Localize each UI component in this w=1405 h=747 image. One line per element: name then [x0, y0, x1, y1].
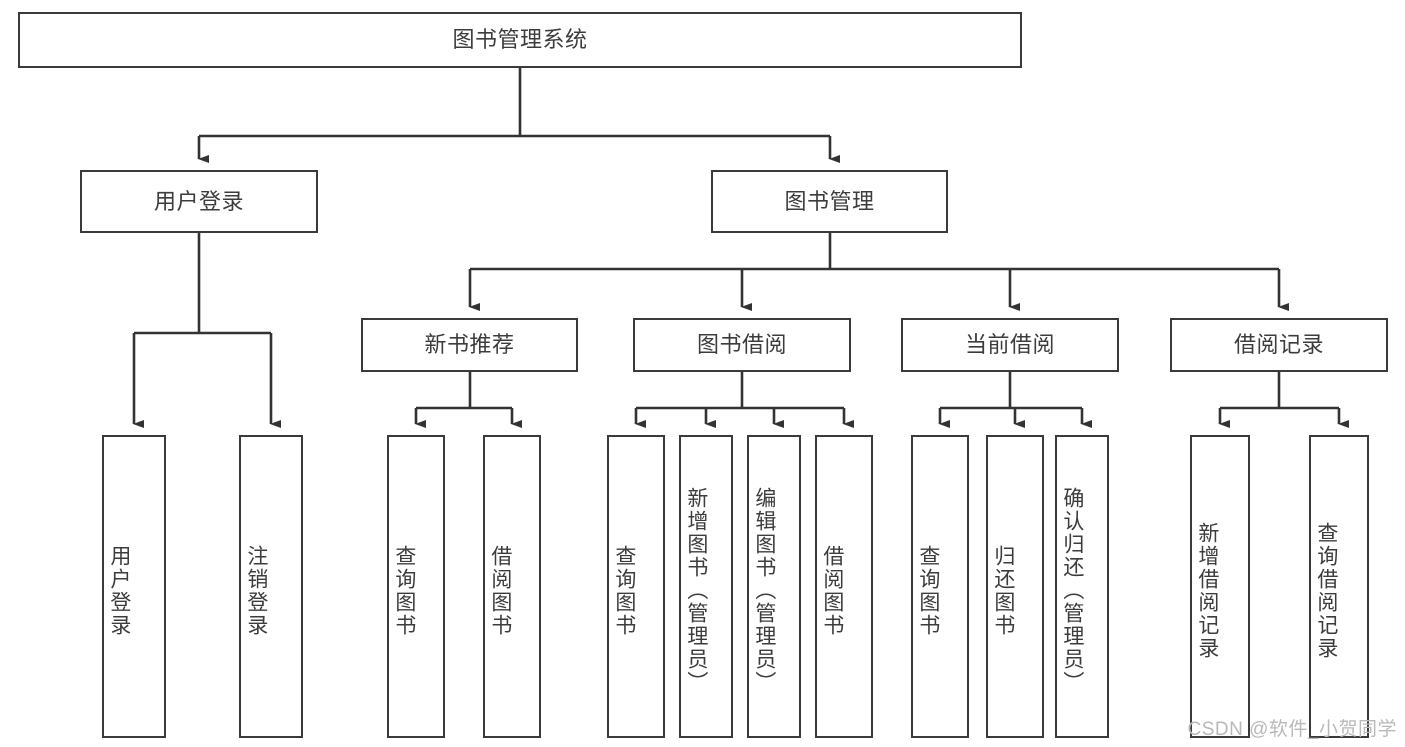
node-newbooks[interactable]: 新书推荐: [361, 318, 578, 372]
node-label: 查询图书: [612, 544, 636, 637]
node-leaf-current-confirm[interactable]: 确认归还（管理员）: [1055, 435, 1109, 738]
node-label: 图书管理: [784, 188, 875, 214]
node-leaf-newbooks-query[interactable]: 查询图书: [387, 435, 445, 738]
node-current[interactable]: 当前借阅: [901, 318, 1119, 372]
node-label: 图书管理系统: [452, 27, 588, 53]
node-leaf-borrow-do[interactable]: 借阅图书: [815, 435, 873, 738]
node-leaf-newbooks-borrow[interactable]: 借阅图书: [483, 435, 541, 738]
node-label: 借阅图书: [488, 544, 512, 637]
node-leaf-borrow-query[interactable]: 查询图书: [607, 435, 665, 738]
node-leaf-user-logout[interactable]: 注销登录: [239, 435, 303, 738]
node-label: 借阅图书: [820, 544, 844, 637]
node-label: 编辑图书（管理员）: [752, 487, 776, 694]
node-borrow[interactable]: 图书借阅: [633, 318, 851, 372]
node-root[interactable]: 图书管理系统: [18, 12, 1022, 68]
node-label: 查询借阅记录: [1314, 521, 1338, 660]
node-bookmgmt[interactable]: 图书管理: [711, 170, 948, 233]
node-label: 新增图书（管理员）: [684, 487, 708, 694]
node-leaf-current-return[interactable]: 归还图书: [986, 435, 1044, 738]
node-label: 用户登录: [107, 544, 131, 637]
node-label: 图书借阅: [696, 332, 787, 358]
node-leaf-current-query[interactable]: 查询图书: [911, 435, 969, 738]
node-leaf-records-add[interactable]: 新增借阅记录: [1190, 435, 1250, 738]
watermark-text: CSDN @软件_小贺同学: [1187, 719, 1397, 740]
node-leaf-user-login[interactable]: 用户登录: [102, 435, 166, 738]
node-label: 确认归还（管理员）: [1060, 487, 1084, 694]
node-label: 当前借阅: [964, 332, 1055, 358]
node-login[interactable]: 用户登录: [80, 170, 318, 233]
node-records[interactable]: 借阅记录: [1170, 318, 1388, 372]
node-label: 用户登录: [153, 188, 244, 214]
node-label: 查询图书: [916, 544, 940, 637]
node-leaf-borrow-edit[interactable]: 编辑图书（管理员）: [747, 435, 801, 738]
node-label: 借阅记录: [1233, 332, 1324, 358]
node-label: 新书推荐: [424, 332, 515, 358]
node-label: 注销登录: [244, 544, 268, 637]
node-label: 新增借阅记录: [1195, 521, 1219, 660]
node-leaf-records-query[interactable]: 查询借阅记录: [1309, 435, 1369, 738]
node-label: 查询图书: [392, 544, 416, 637]
node-leaf-borrow-add[interactable]: 新增图书（管理员）: [679, 435, 733, 738]
node-label: 归还图书: [991, 544, 1015, 637]
